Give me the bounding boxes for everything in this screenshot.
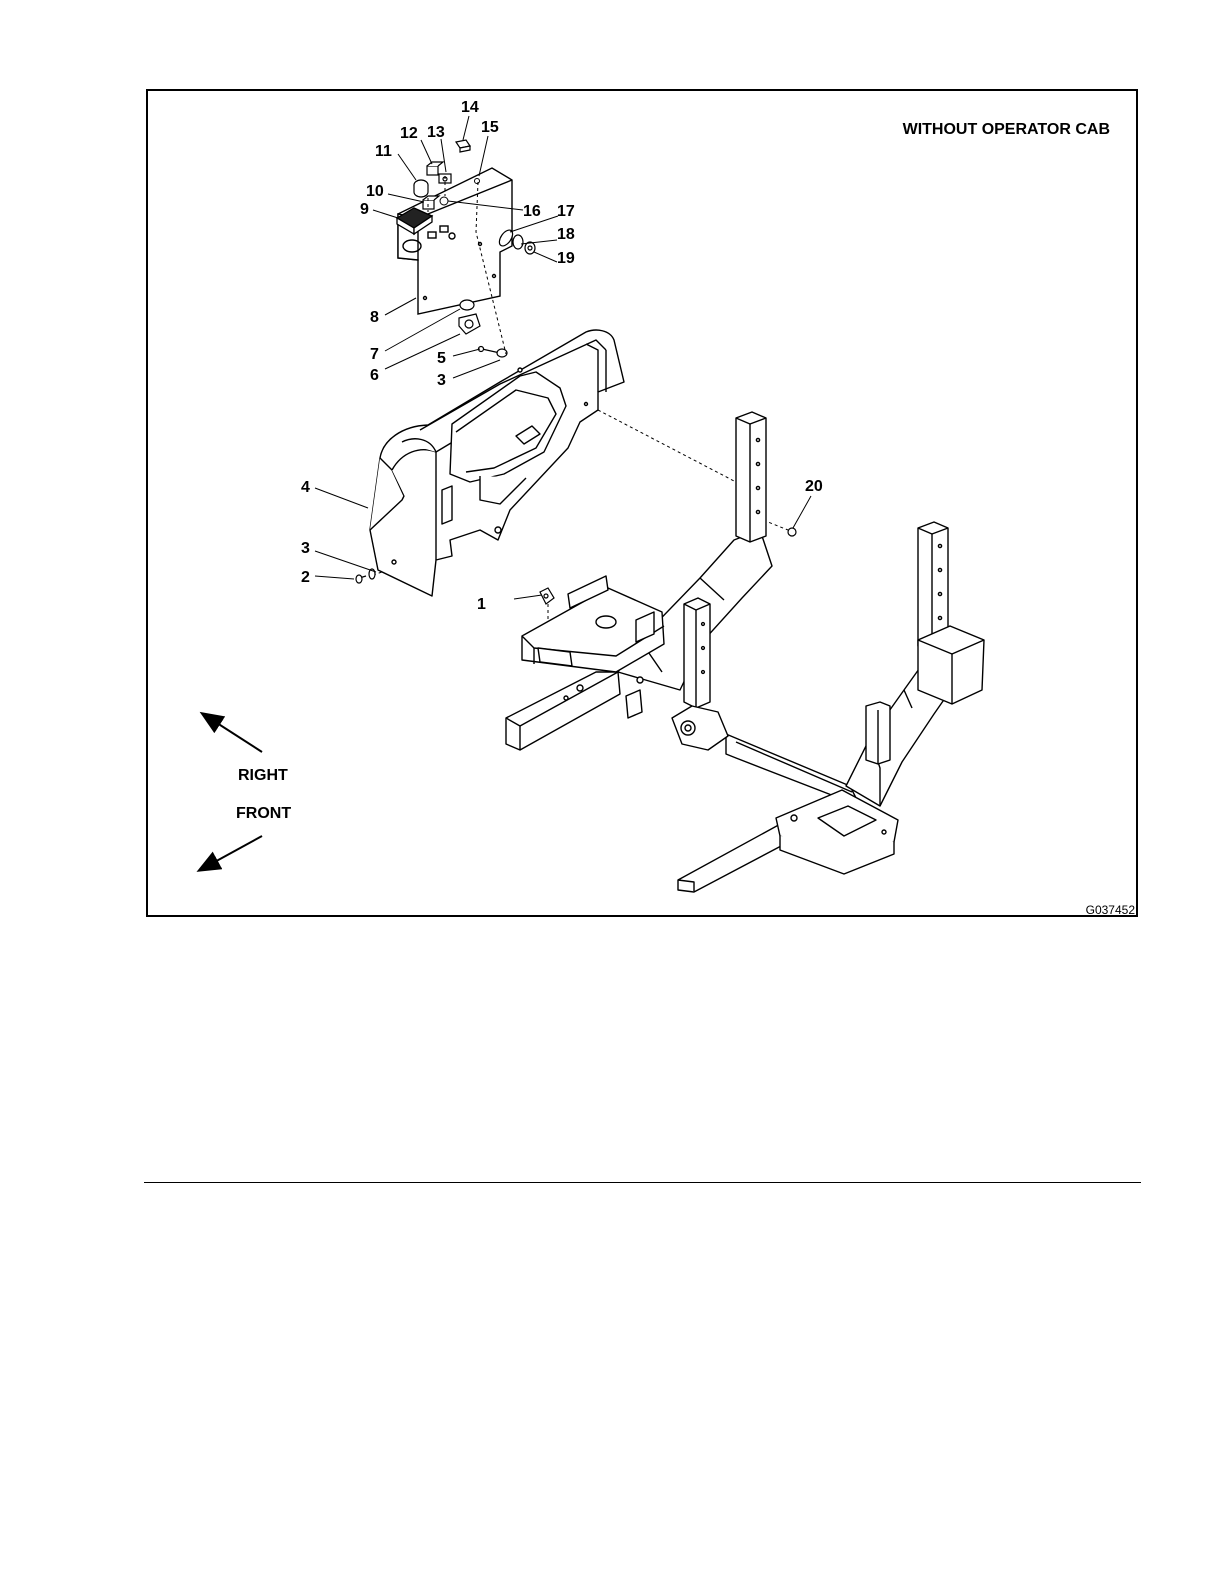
callout-9: 9 (360, 201, 369, 218)
callout-3: 3 (301, 540, 310, 557)
callout-16: 16 (523, 203, 541, 220)
callout-4: 4 (301, 479, 310, 496)
callout-18: 18 (557, 226, 575, 243)
console-shroud (370, 330, 624, 596)
callout-8: 8 (370, 309, 379, 326)
orientation-indicator: RIGHT FRONT (200, 714, 291, 870)
callout-3: 3 (437, 372, 446, 389)
callout-5: 5 (437, 350, 446, 367)
callout-19: 19 (557, 250, 575, 267)
callout-13: 13 (427, 124, 445, 141)
arrow-down-left-icon (200, 836, 262, 870)
callout-14: 14 (461, 99, 479, 116)
bracket-1 (540, 588, 554, 604)
chassis-frame (506, 412, 984, 892)
callout-17: 17 (557, 203, 575, 220)
direction-label-right: RIGHT (238, 767, 288, 784)
screw-15 (475, 179, 480, 184)
cap-14 (456, 140, 470, 152)
page-divider-rule (144, 1182, 1141, 1183)
nut-20 (788, 528, 796, 536)
direction-label-front: FRONT (236, 805, 291, 822)
callout-6: 6 (370, 367, 379, 384)
callout-10: 10 (366, 183, 384, 200)
hardware-5-7 (459, 300, 507, 357)
callout-20: 20 (805, 478, 823, 495)
figure-id: G037452 (1086, 903, 1136, 917)
callout-11: 11 (375, 143, 392, 160)
callout-15: 15 (481, 119, 499, 136)
callout-1: 1 (477, 596, 486, 613)
figure-heading: WITHOUT OPERATOR CAB (903, 121, 1110, 138)
callout-12: 12 (400, 125, 418, 142)
callout-7: 7 (370, 346, 379, 363)
knob-11 (414, 180, 428, 197)
nut-16 (440, 197, 448, 205)
arrow-up-left-icon (203, 714, 262, 752)
callout-2: 2 (301, 569, 310, 586)
switch-12 (427, 162, 443, 175)
